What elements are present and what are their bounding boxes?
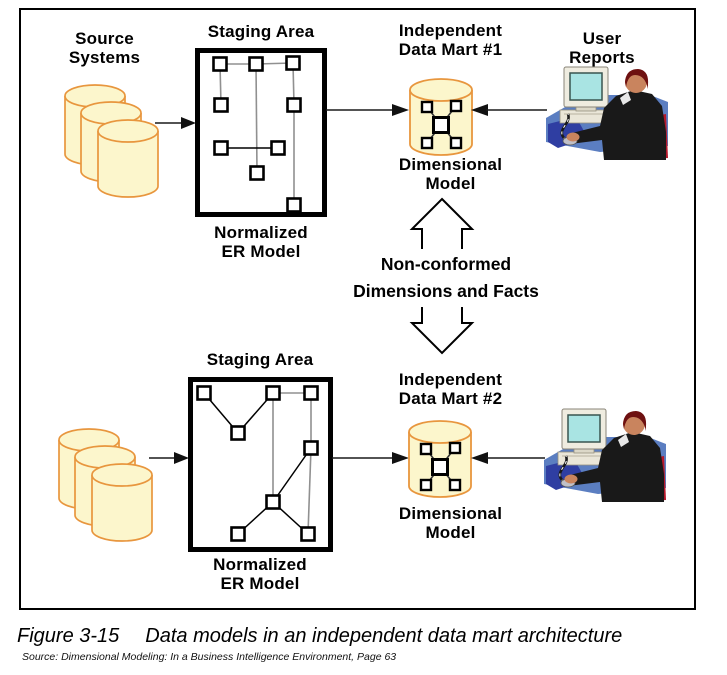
staging-area-label-1: Staging Area xyxy=(207,22,315,41)
flow-arrow-user-to-mart-1 xyxy=(471,104,547,116)
flow-arrow-source-to-staging-1 xyxy=(155,117,196,129)
dimensional-model-label-1: Dimensional Model xyxy=(398,155,503,193)
normalized-er-label-1: Normalized ER Model xyxy=(214,223,308,261)
data-mart-1-icon xyxy=(408,77,474,157)
user-workstation-icon-1 xyxy=(546,65,668,160)
figure-source-note: Source: Dimensional Modeling: In a Busin… xyxy=(22,651,397,663)
figure-caption: Figure 3-15 Data models in an independen… xyxy=(17,624,717,648)
user-reports-label: User Reports xyxy=(569,29,635,67)
flow-arrow-source-to-staging-2 xyxy=(149,452,189,464)
er-model-icon-2 xyxy=(196,385,319,542)
figure-caption-title: Data models in an independent data mart … xyxy=(145,625,623,647)
normalized-er-label-2: Normalized ER Model xyxy=(213,555,307,593)
er-model-icon-1 xyxy=(212,55,302,212)
flow-arrow-staging-to-mart-1 xyxy=(326,104,409,116)
data-mart-1-label: Independent Data Mart #1 xyxy=(398,21,503,59)
data-mart-2-icon xyxy=(407,419,473,499)
source-databases-icon xyxy=(64,84,159,198)
source-databases-icon-2 xyxy=(58,428,153,542)
user-workstation-icon-2 xyxy=(544,407,666,502)
source-systems-label: Source Systems xyxy=(68,29,141,67)
flow-arrow-user-to-mart-2 xyxy=(471,452,545,464)
non-conformed-label: Non-conformed Dimensions and Facts xyxy=(322,249,570,307)
staging-area-label-2: Staging Area xyxy=(206,350,314,369)
data-mart-2-label: Independent Data Mart #2 xyxy=(398,370,503,408)
flow-arrow-staging-to-mart-2 xyxy=(332,452,409,464)
staging-area-box-2 xyxy=(188,377,333,552)
staging-area-box-1 xyxy=(195,48,327,217)
dimensional-model-label-2: Dimensional Model xyxy=(398,504,503,542)
figure-caption-number: Figure 3-15 xyxy=(17,625,120,647)
